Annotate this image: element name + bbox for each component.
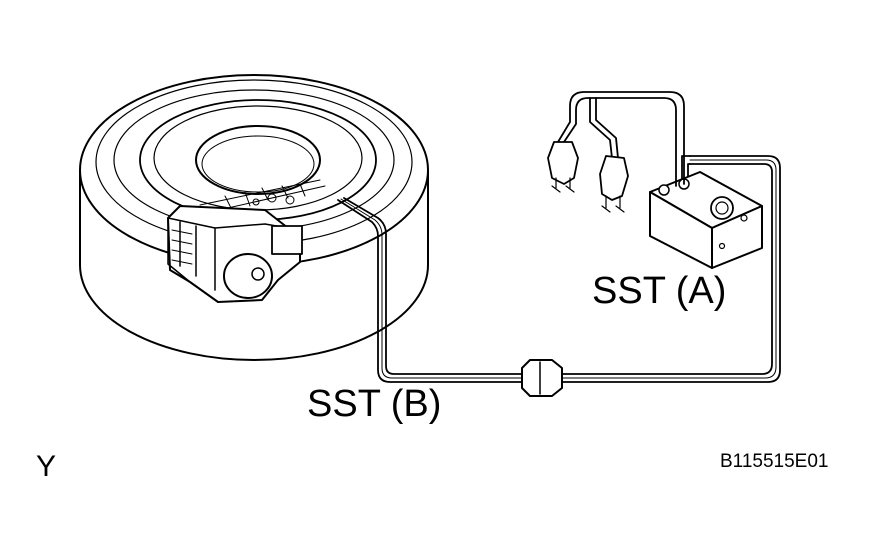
module-front-face xyxy=(167,217,216,291)
sst-a-button-inner xyxy=(715,201,729,215)
airbag-module xyxy=(167,205,303,303)
wheel-center-hole-inner xyxy=(201,135,315,193)
sst-b-harness xyxy=(337,155,781,397)
tire-tread-band xyxy=(79,169,429,361)
lug-nut-1 xyxy=(267,193,277,203)
alligator-clip-1-jaw xyxy=(551,177,575,193)
module-inflator-disc xyxy=(223,253,273,299)
figure-id: B115515E01 xyxy=(720,451,829,472)
sst-a-lead-port xyxy=(658,184,670,196)
module-inflator-center xyxy=(251,267,265,281)
sst-a-box-side xyxy=(711,205,763,269)
alligator-clip-2 xyxy=(599,155,629,201)
alligator-clip-1 xyxy=(547,141,579,185)
sst-a-label: SST (A) xyxy=(592,270,727,312)
sst-a-screw xyxy=(718,242,726,250)
lead-branch-inner xyxy=(595,97,619,159)
lead-inner xyxy=(557,91,685,185)
sst-a-indicator xyxy=(740,214,748,222)
lug-nut-3 xyxy=(252,198,260,206)
harness-wire-outer xyxy=(337,199,529,383)
lead-outer xyxy=(563,97,677,187)
module-connector xyxy=(271,225,303,255)
harness-wire-inner xyxy=(343,197,529,375)
lug-nut-2 xyxy=(285,195,295,205)
wheel-hub-details xyxy=(199,179,326,213)
harness-wire-right-outer xyxy=(561,155,781,383)
lead-branch-outer xyxy=(589,97,613,159)
harness-wire-center xyxy=(340,198,529,379)
sst-a-box xyxy=(649,171,763,269)
battery-leads xyxy=(547,91,685,213)
harness-wire-right-inner xyxy=(561,163,773,375)
wheel-center-hole xyxy=(195,125,321,195)
corner-mark: Y xyxy=(36,450,57,483)
harness-connector xyxy=(521,359,563,397)
module-ribs xyxy=(171,229,193,265)
harness-wire-right-center xyxy=(561,159,777,379)
sst-b-label: SST (B) xyxy=(307,383,442,425)
alligator-clip-2-jaw xyxy=(601,195,625,213)
